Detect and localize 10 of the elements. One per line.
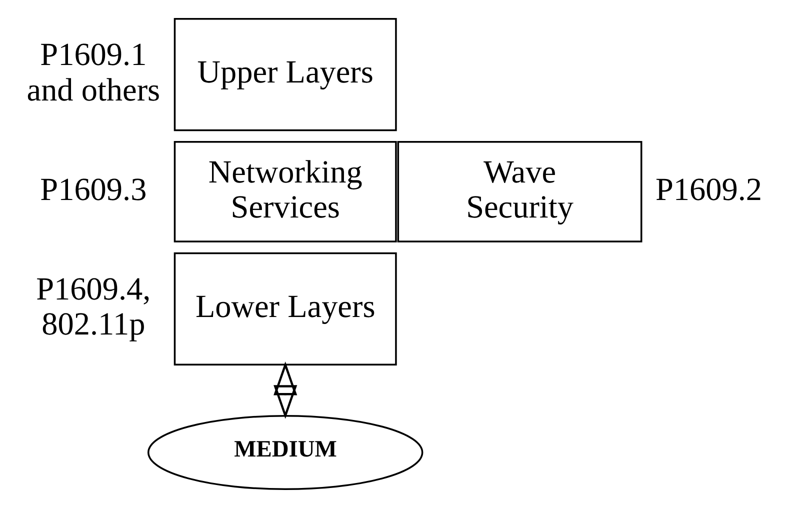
arrow <box>274 362 298 419</box>
label: P1609.1 and others <box>26 36 160 108</box>
label: P1609.3 <box>40 170 147 207</box>
node-box: Lower Layers <box>174 252 397 366</box>
node-box: Wave Security <box>397 141 642 242</box>
node-box: Upper Layers <box>174 18 397 132</box>
label: P1609.4, 802.11p <box>36 270 151 342</box>
node-ellipse: MEDIUM <box>148 415 424 490</box>
node-box: Networking Services <box>174 141 397 242</box>
label: P1609.2 <box>655 170 762 207</box>
